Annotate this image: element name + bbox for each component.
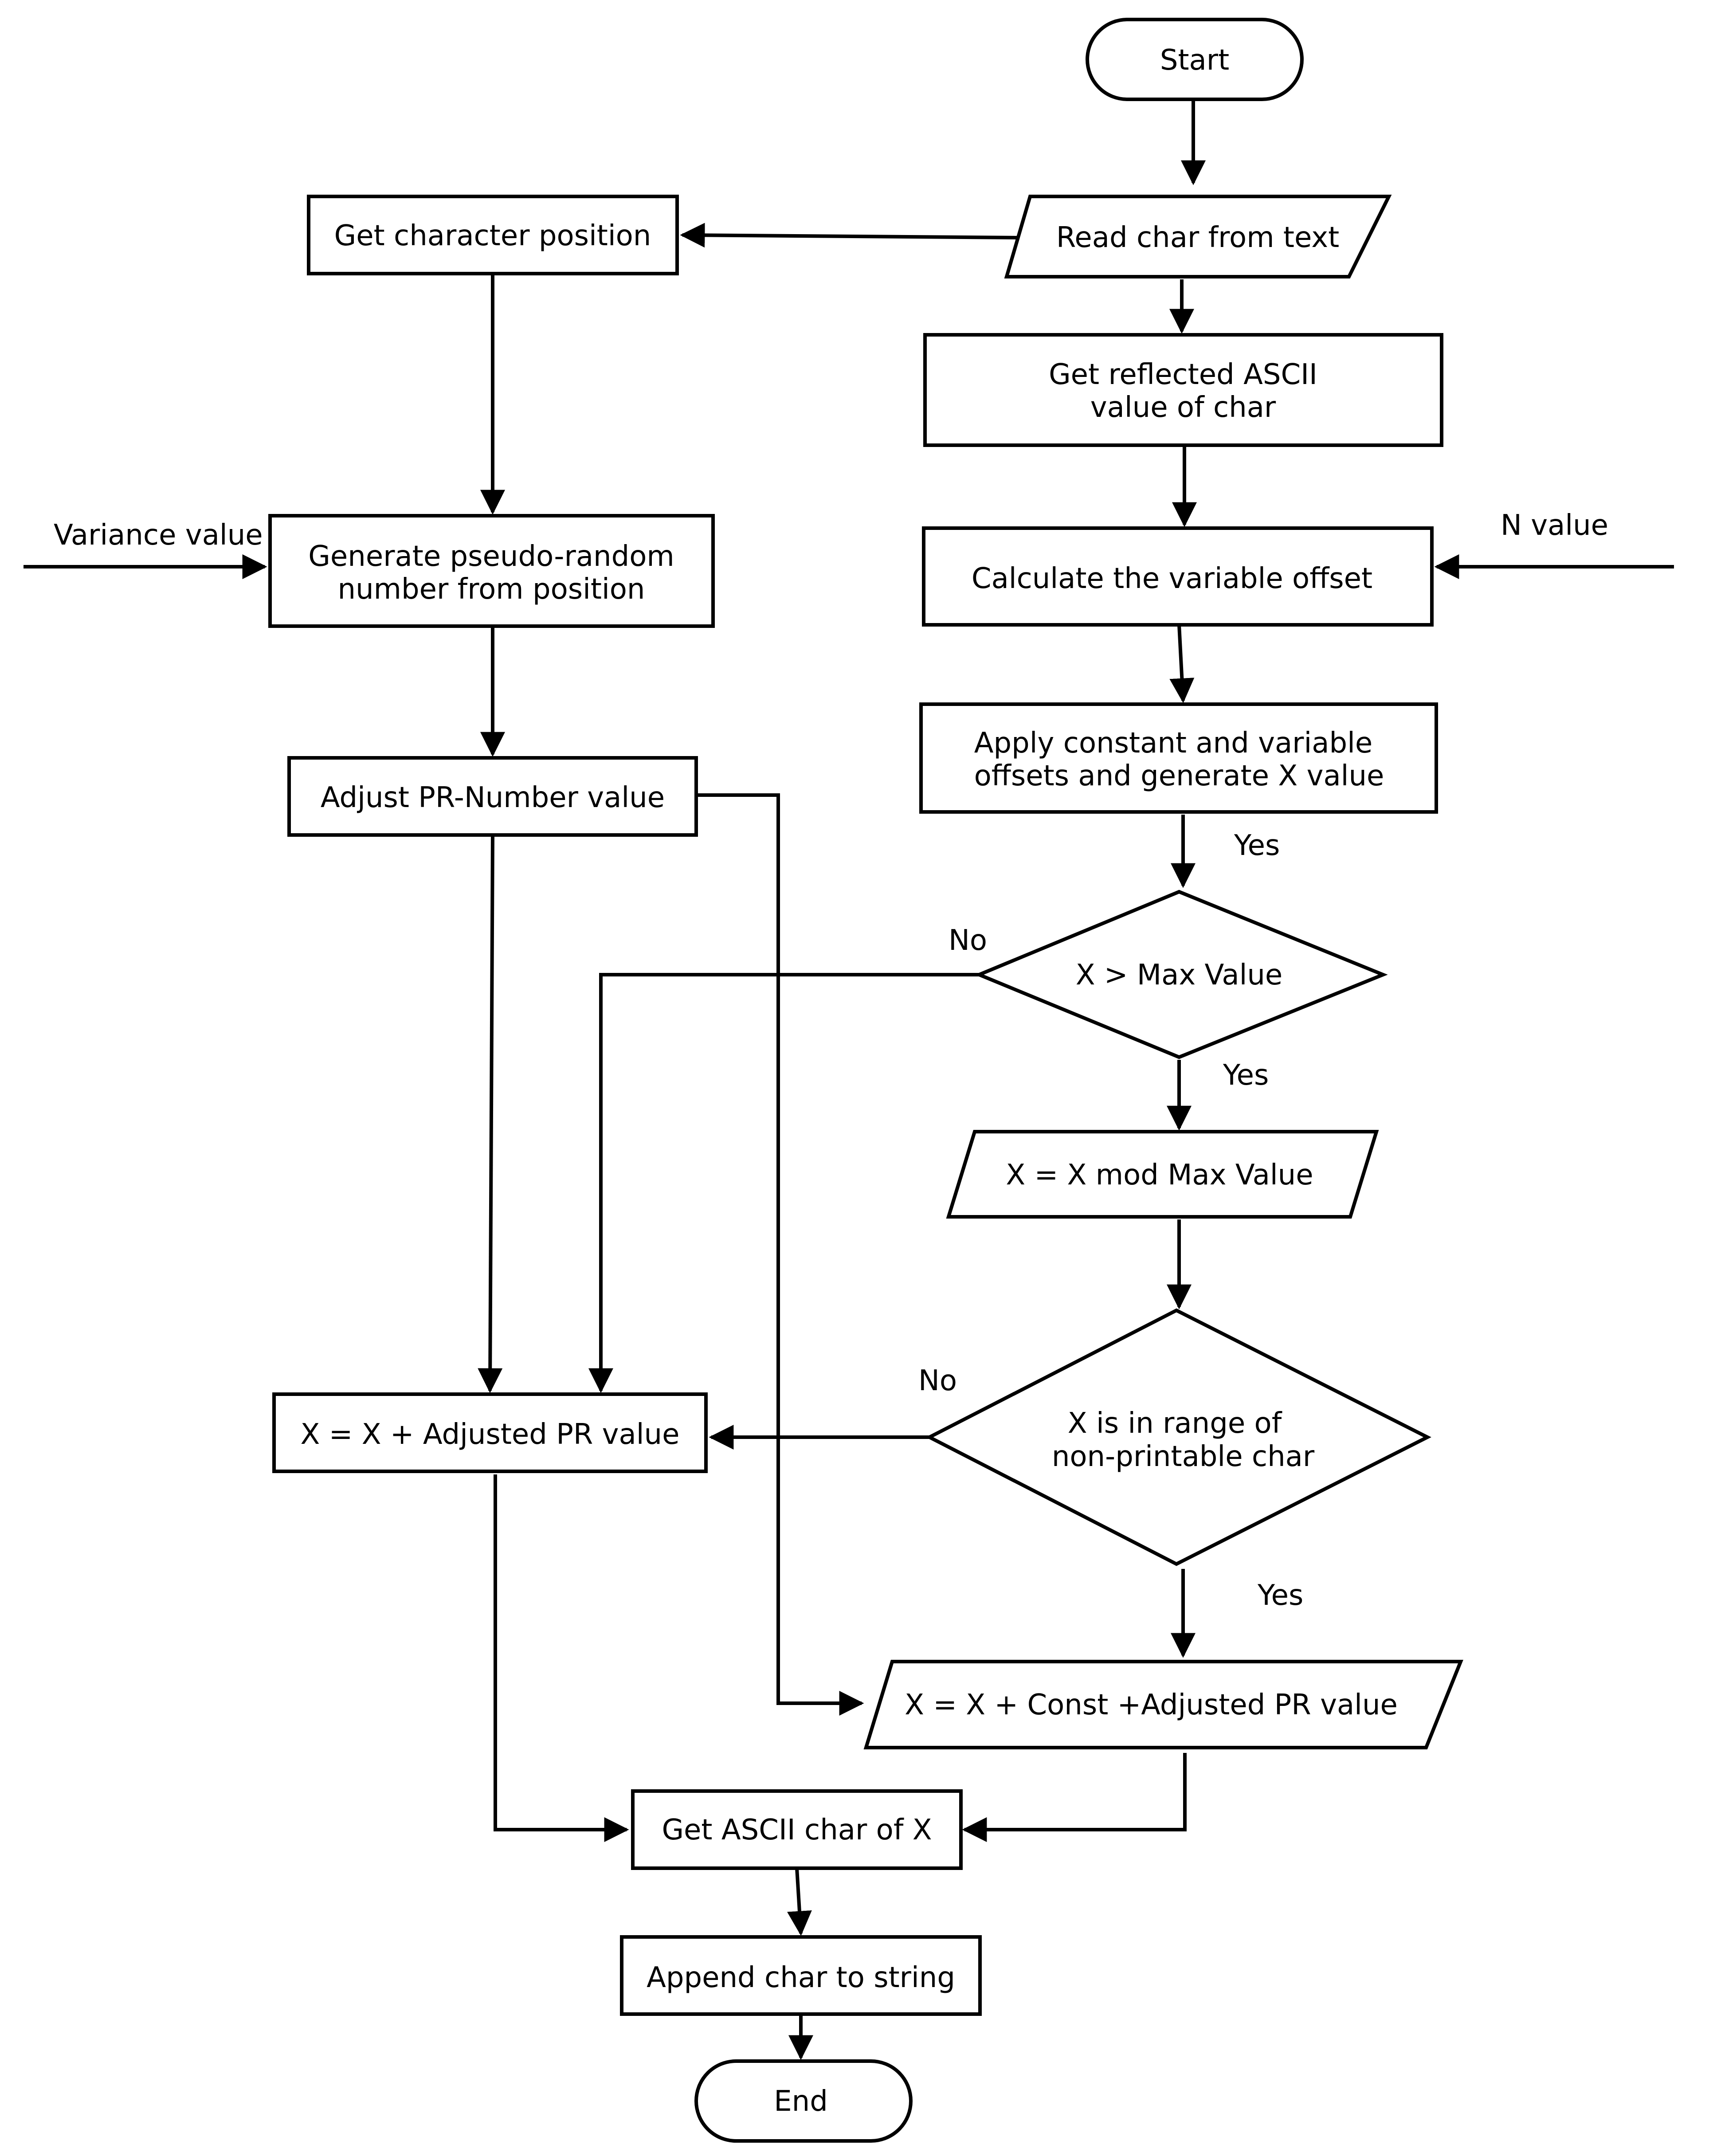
reflected-ascii-label-2: value of char [1090, 391, 1276, 424]
get-char-position-label: Get character position [334, 220, 651, 252]
x-gt-max-decision: X > Max Value [974, 890, 1388, 1059]
x-plus-const-io: X = X + Const +Adjusted PR value [863, 1660, 1463, 1749]
edges [24, 99, 1674, 2060]
edge-label-no-max: No [949, 924, 987, 957]
generate-prn-process: Generate pseudo-random number from posit… [268, 514, 715, 628]
append-char-process: Append char to string [620, 1935, 982, 2016]
apply-offsets-label-2: offsets and generate X value [974, 760, 1384, 792]
end-label: End [774, 2085, 828, 2118]
edge-label-no-range: No [918, 1364, 957, 1397]
generate-prn-label-1: Generate pseudo-random [308, 540, 674, 573]
edge-adjust-to-add [478, 835, 503, 1393]
read-char-io: Read char from text [1004, 195, 1392, 278]
n-value-label: N value [1501, 509, 1608, 542]
x-plus-adjusted-process: X = X + Adjusted PR value [272, 1392, 708, 1473]
edge-offset-to-apply [1169, 624, 1195, 703]
x-plus-adjusted-label: X = X + Adjusted PR value [301, 1418, 680, 1451]
get-ascii-label: Get ASCII char of X [662, 1814, 932, 1846]
calc-offset-process: Calculate the variable offset [922, 526, 1434, 627]
get-ascii-process: Get ASCII char of X [631, 1789, 963, 1870]
edge-add-to-getascii [494, 1474, 629, 1842]
x-in-range-label-1: X is in range of [1068, 1407, 1282, 1440]
variance-value-label: Variance value [54, 519, 263, 552]
edge-label-yes-range: Yes [1257, 1579, 1303, 1612]
reflected-ascii-process: Get reflected ASCII value of char [923, 333, 1443, 447]
x-in-range-label-2: non-printable char [1052, 1440, 1315, 1473]
apply-offsets-label-1: Apply constant and variable [974, 727, 1373, 760]
edge-read-to-position [680, 223, 1018, 248]
x-gt-max-label: X > Max Value [1076, 959, 1283, 992]
reflected-ascii-label-1: Get reflected ASCII [1049, 358, 1317, 391]
get-char-position-process: Get character position [307, 195, 679, 275]
read-char-label: Read char from text [1056, 221, 1339, 254]
start-label: Start [1160, 44, 1229, 77]
edge-const-to-getascii [962, 1753, 1187, 1842]
calc-offset-label: Calculate the variable offset [972, 562, 1372, 595]
x-mod-label: X = X mod Max Value [1006, 1159, 1313, 1192]
x-mod-io: X = X mod Max Value [946, 1130, 1379, 1219]
generate-prn-label-2: number from position [338, 573, 645, 606]
edge-getascii-to-append [787, 1868, 812, 1936]
append-char-label: Append char to string [647, 1961, 955, 1994]
apply-offsets-process: Apply constant and variable offsets and … [919, 702, 1438, 814]
adjust-pr-process: Adjust PR-Number value [287, 756, 698, 837]
end-terminator: End [694, 2059, 913, 2143]
start-terminator: Start [1086, 18, 1304, 101]
edge-label-yes-apply: Yes [1234, 829, 1280, 862]
edge-label-yes-max: Yes [1223, 1059, 1269, 1092]
x-plus-const-label: X = X + Const +Adjusted PR value [905, 1689, 1398, 1721]
adjust-pr-label: Adjust PR-Number value [321, 781, 665, 814]
x-in-range-decision: X is in range of non-printable char [925, 1308, 1431, 1566]
edge-adjust-to-const [696, 793, 864, 1716]
edge-max-no-to-add [588, 973, 979, 1393]
